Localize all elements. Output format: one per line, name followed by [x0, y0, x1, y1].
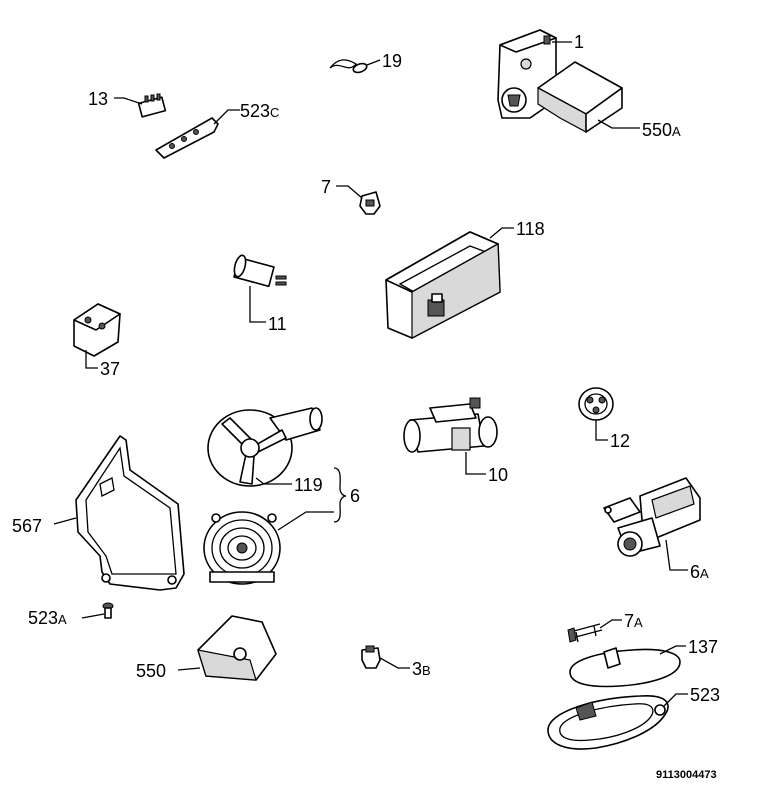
part-12-knob: [578, 387, 614, 421]
part-523a-screw: [102, 602, 114, 619]
label-550a: 550A: [642, 120, 681, 140]
part-10-pump: [403, 397, 498, 453]
part-3b-plug: [361, 645, 381, 669]
label-7: 7: [321, 177, 331, 197]
part-11-capacitor: [233, 254, 287, 288]
part-7a-clip: [567, 623, 603, 643]
part-119-fan-housing: [207, 407, 323, 487]
part-523c-bracket: [155, 117, 219, 159]
label-12: 12: [610, 431, 630, 451]
label-523: 523: [690, 685, 720, 705]
part-523-base: [547, 695, 669, 750]
label-6: 6: [350, 486, 360, 506]
part-6a-drain-pump: [603, 477, 701, 557]
label-1: 1: [574, 32, 584, 52]
label-118: 118: [516, 219, 545, 239]
label-10: 10: [488, 465, 508, 485]
label-6a: 6A: [690, 562, 709, 582]
brace-group-6: [333, 467, 347, 523]
part-7-clip: [359, 191, 381, 215]
diagram-code: 9113004473: [656, 769, 717, 781]
part-13-switch: [137, 93, 167, 118]
label-7a: 7A: [624, 611, 643, 631]
label-523a: 523A: [28, 608, 67, 628]
label-137: 137: [688, 637, 718, 657]
part-19-sensor: [329, 59, 368, 74]
part-137-tray: [569, 647, 681, 688]
label-19: 19: [382, 51, 402, 71]
part-fan-motor: [203, 511, 281, 585]
part-567-duct: [75, 435, 185, 591]
label-13: 13: [88, 89, 108, 109]
label-37: 37: [100, 359, 120, 379]
label-3b: 3B: [412, 659, 431, 679]
part-550a-cover: [537, 61, 623, 134]
part-118-module: [385, 231, 501, 339]
label-11: 11: [268, 314, 287, 334]
label-550: 550: [136, 661, 166, 681]
label-567: 567: [12, 516, 42, 536]
label-119: 119: [294, 475, 323, 495]
part-550-cover: [197, 615, 277, 681]
part-1-timer: [497, 29, 557, 119]
label-523c: 523C: [240, 101, 279, 121]
part-37-terminal: [73, 303, 121, 357]
